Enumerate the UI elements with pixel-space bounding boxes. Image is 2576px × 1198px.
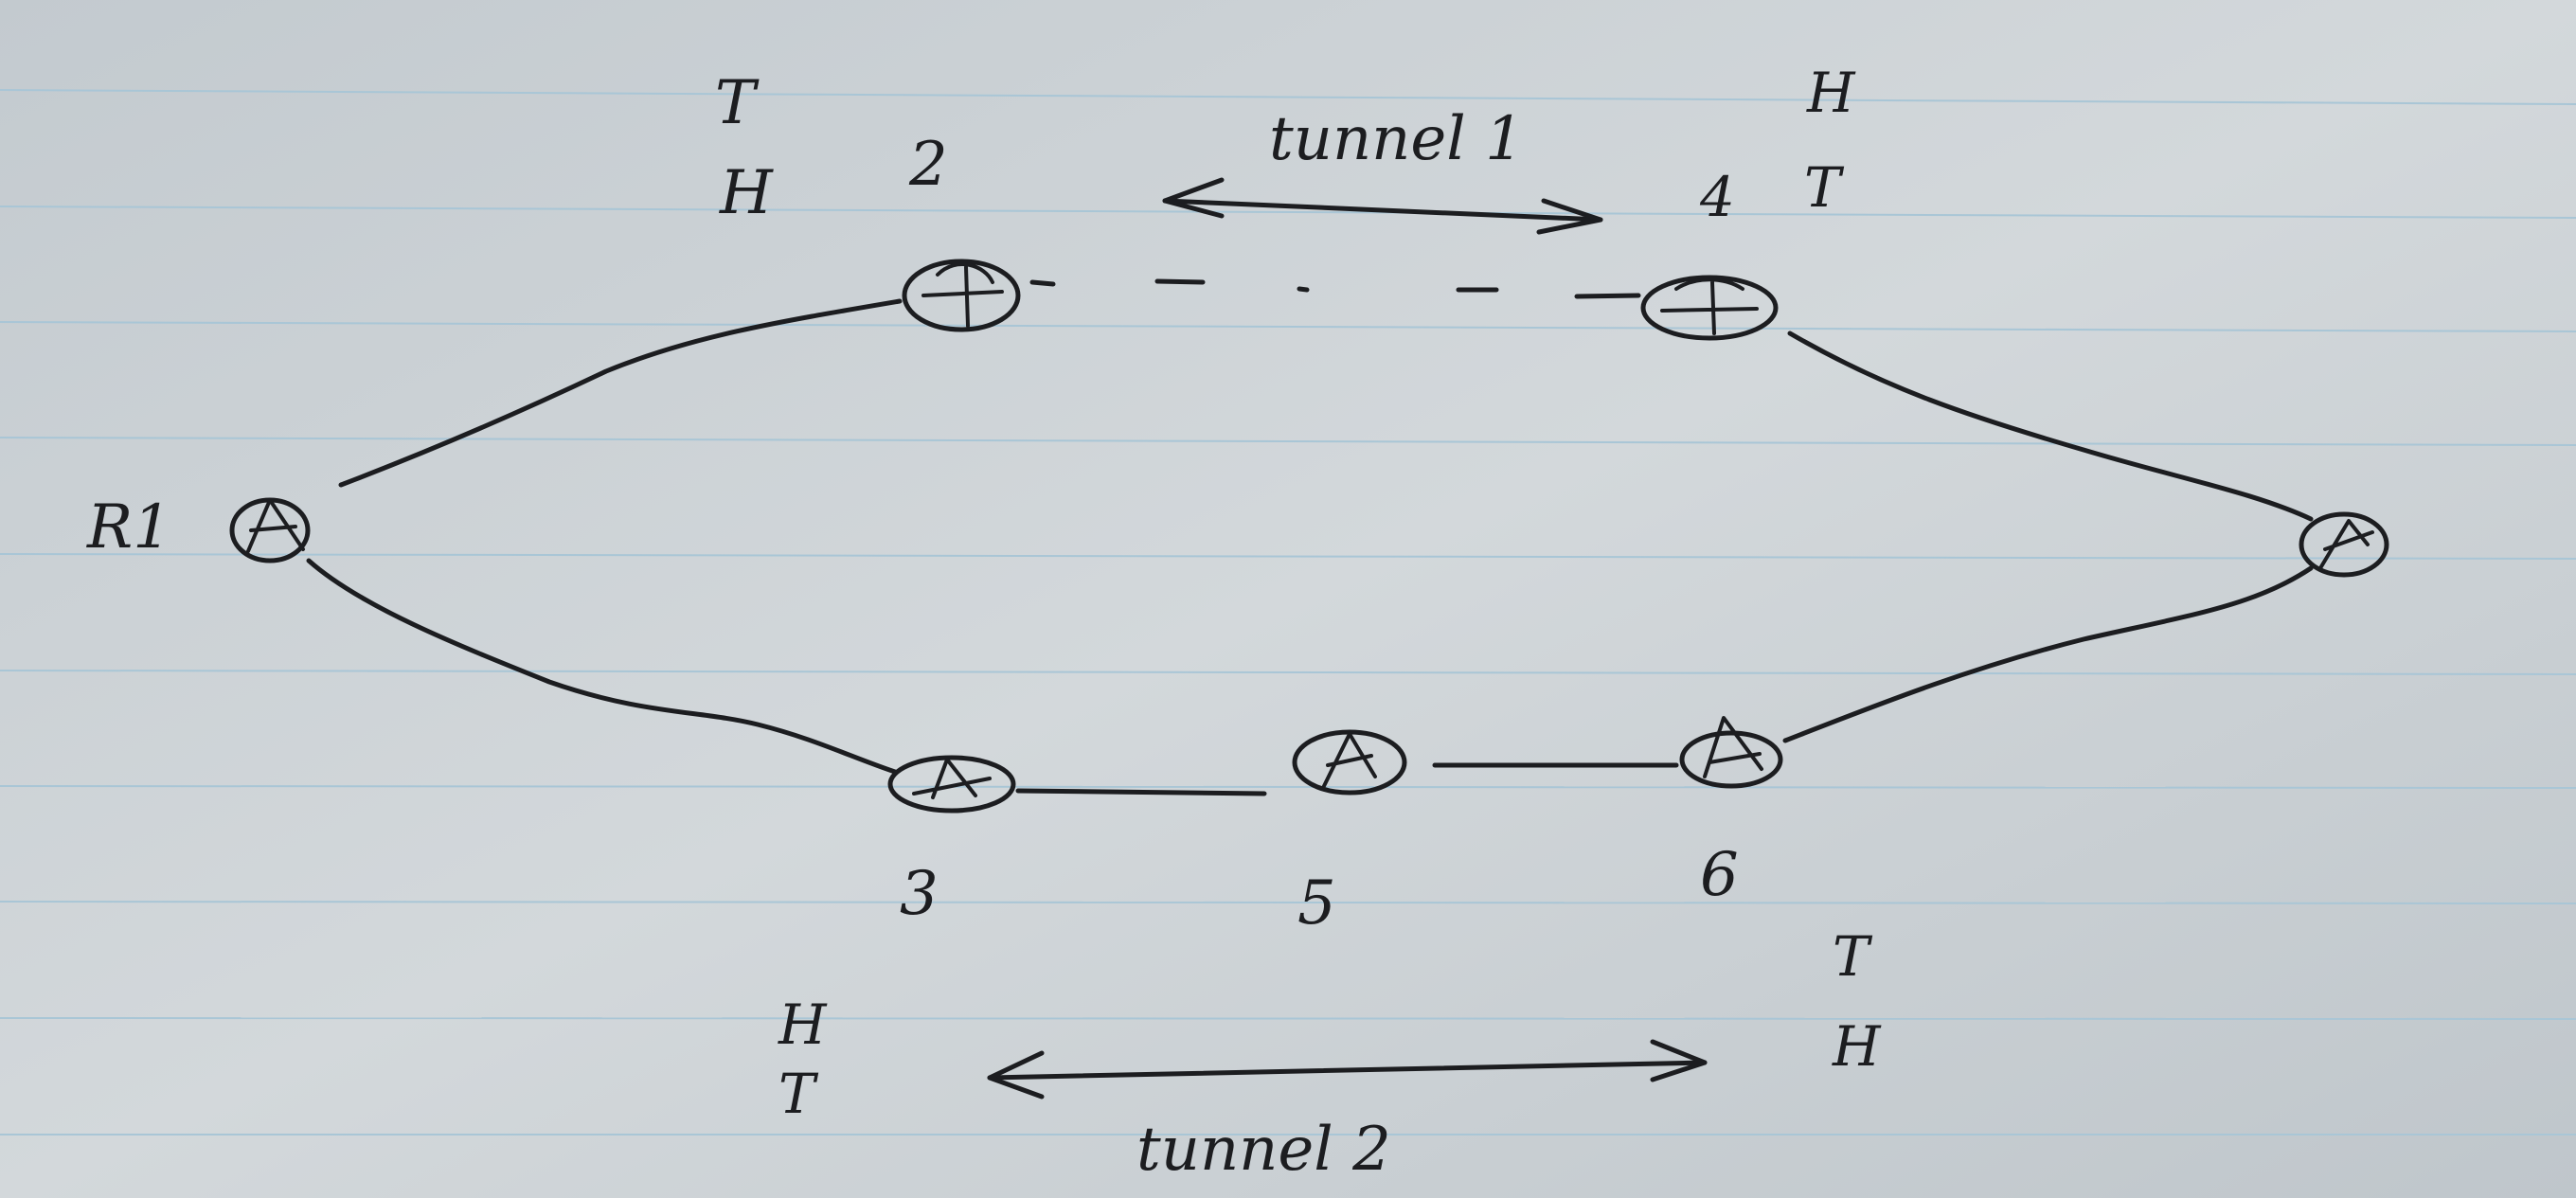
node-4-label: 4 (1699, 165, 1735, 229)
node-r1[interactable] (229, 497, 311, 563)
node-2[interactable] (902, 259, 1021, 332)
tunnel-2-label: tunnel 2 (1136, 1115, 1391, 1185)
node-3[interactable] (887, 755, 1016, 814)
tunnel2-left-top-annotation: H (778, 992, 828, 1057)
tunnel-2-arrow (987, 1039, 1708, 1100)
edge-r1-to-2 (338, 298, 903, 488)
edge-4-to-right (1787, 331, 2314, 522)
edge-2-to-4-dashed (1029, 278, 1641, 299)
tunnel-1-label: tunnel 1 (1269, 104, 1524, 174)
tunnel2-right-bottom-annotation: H (1832, 1014, 1882, 1079)
edge-3-to-5 (1015, 788, 1267, 796)
node-6-label: 6 (1700, 840, 1739, 910)
tunnel-1-arrow (1162, 177, 1603, 235)
labels: R1 2 4 3 5 6 tunnel 1 tunnel 2 T H H T H… (86, 61, 1882, 1185)
node-6[interactable] (1679, 716, 1783, 789)
node-5-label: 5 (1297, 868, 1336, 939)
tunnel2-right-top-annotation: T (1833, 924, 1873, 989)
edge-r1-to-3 (306, 558, 898, 775)
node2-top-annotation: T (715, 68, 760, 138)
node-2-label: 2 (908, 130, 948, 200)
node-right[interactable] (2299, 511, 2389, 578)
node4-bottom-annotation: T (1804, 155, 1845, 220)
edge-6-to-right (1782, 565, 2314, 743)
node4-top-annotation: H (1806, 61, 1856, 125)
node-3-label: 3 (900, 859, 939, 929)
node2-bottom-annotation: H (719, 158, 774, 228)
ruled-lines (0, 89, 2576, 1135)
node-4[interactable] (1640, 275, 1779, 341)
nodes (229, 259, 2389, 814)
node-5[interactable] (1292, 729, 1407, 796)
tunnel2-left-bottom-annotation: T (778, 1062, 819, 1126)
edges (306, 278, 2314, 796)
node-r1-label: R1 (86, 492, 171, 563)
